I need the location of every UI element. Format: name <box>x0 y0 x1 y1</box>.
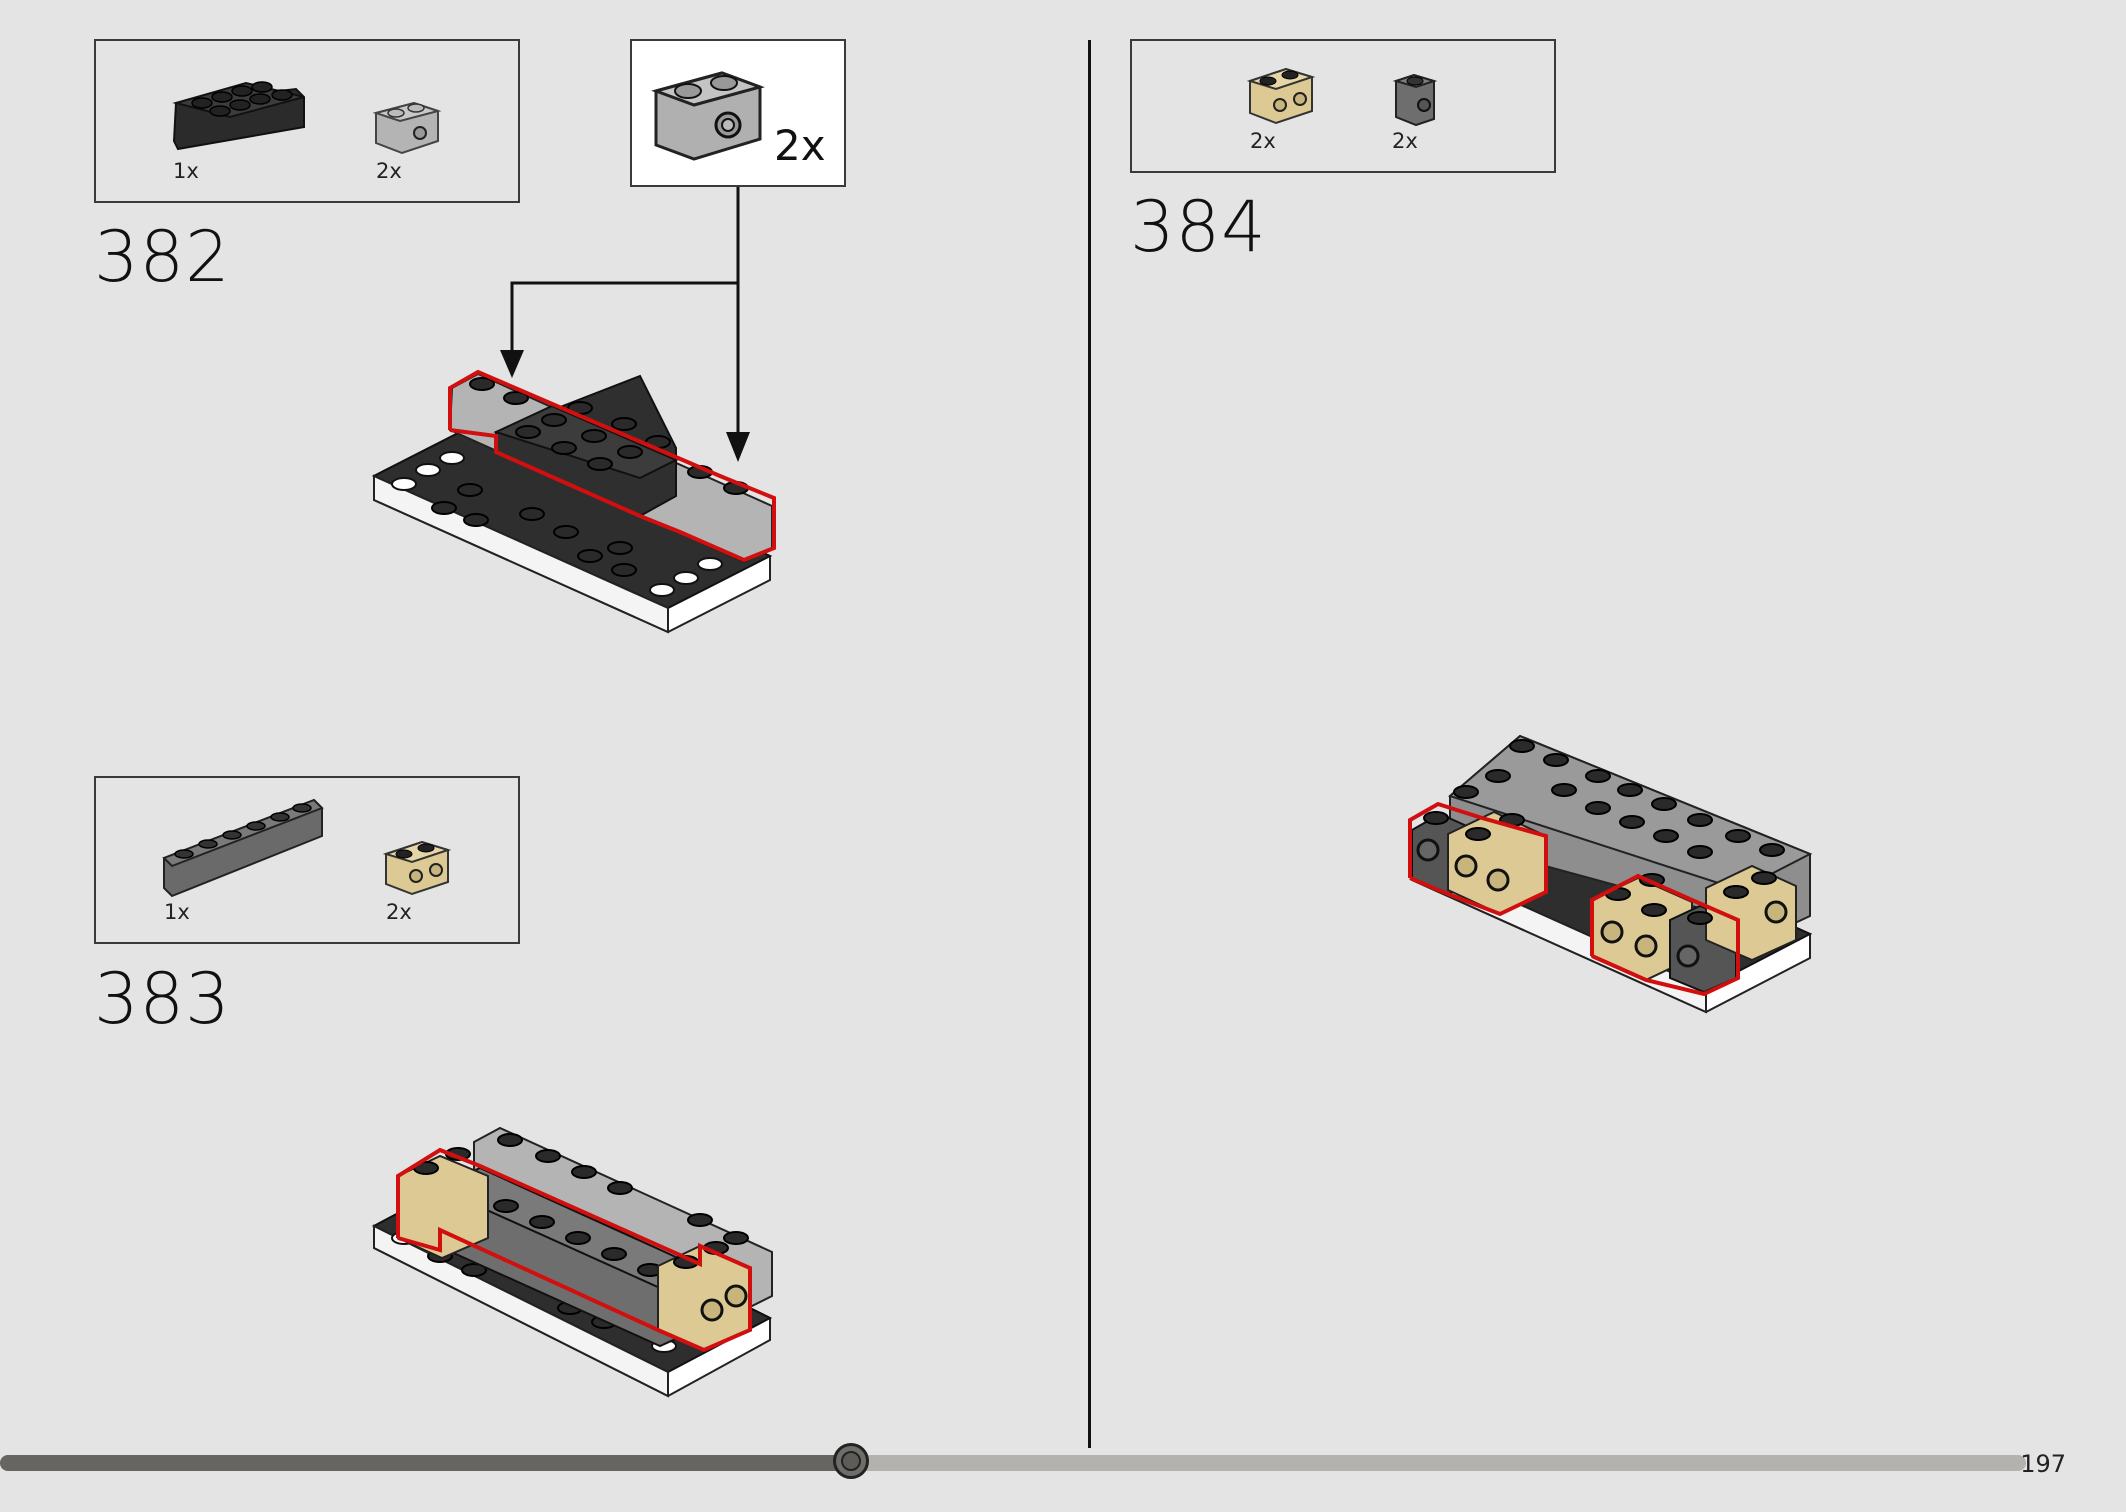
step-number-384: 384 <box>1130 186 1267 268</box>
dark-gray-1x6-brick-icon <box>162 798 324 898</box>
page-divider <box>1088 40 1091 1448</box>
parts-list-step-382: 1x 2x <box>94 39 520 203</box>
part-qty: 2x <box>1250 129 1276 153</box>
part-qty: 2x <box>1392 129 1418 153</box>
page-number: 197 <box>2020 1450 2066 1478</box>
light-gray-1x2-side-stud-brick-icon <box>372 101 442 155</box>
dark-gray-1x1-side-stud-brick-icon <box>1392 73 1438 127</box>
light-gray-1x2-side-stud-brick-icon <box>651 71 765 161</box>
arrow-head-icon <box>726 432 750 462</box>
tan-1x2-side-stud-brick-icon <box>1246 67 1316 125</box>
parts-list-step-383: 1x 2x <box>94 776 520 944</box>
part-qty: 1x <box>173 159 199 183</box>
callout-step-382: 2x <box>630 39 846 187</box>
tan-1x2-side-stud-brick-icon <box>382 840 452 896</box>
black-2x4-brick-icon <box>172 81 305 151</box>
arrow-head-icon <box>500 350 524 378</box>
progress-bar <box>0 1455 2026 1471</box>
step-number-383: 383 <box>94 958 231 1040</box>
callout-qty: 2x <box>774 121 826 170</box>
part-qty: 1x <box>164 900 190 924</box>
part-qty: 2x <box>376 159 402 183</box>
progress-fill <box>0 1455 851 1471</box>
parts-list-step-384: 2x 2x <box>1130 39 1556 173</box>
part-qty: 2x <box>386 900 412 924</box>
progress-knob[interactable] <box>833 1443 869 1479</box>
step-number-382: 382 <box>94 216 231 298</box>
